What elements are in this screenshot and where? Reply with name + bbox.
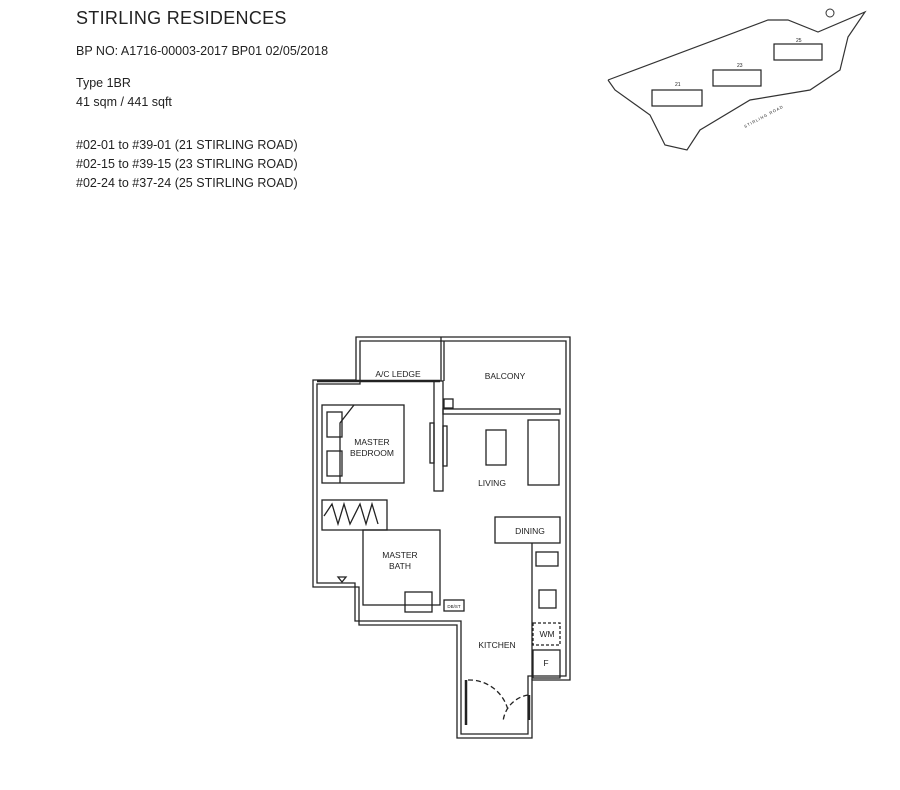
outer-wall: [312, 336, 571, 739]
unit-area: 41 sqm / 441 sqft: [76, 95, 172, 109]
block-label: 25: [796, 38, 802, 44]
room-label-ac-ledge: A/C LEDGE: [375, 369, 421, 379]
sink: [535, 551, 559, 567]
floor-trap-icon: [336, 576, 348, 584]
sliding-door[interactable]: [442, 425, 448, 467]
site-boundary: [607, 10, 867, 151]
block-23: [712, 69, 762, 87]
balcony-door[interactable]: [442, 408, 561, 415]
block-label: 21: [675, 82, 681, 88]
wardrobe-hangers: [323, 501, 379, 527]
inner-wall: [316, 340, 567, 735]
pillow: [326, 450, 343, 477]
vanity-sink: [404, 591, 433, 613]
block-21: [651, 89, 703, 107]
fridge: [532, 649, 561, 679]
project-title: STIRLING RESIDENCES: [76, 8, 287, 28]
wardrobe: [321, 499, 388, 531]
label-fridge: F: [543, 658, 548, 668]
unit-range: #02-01 to #39-01 (21 STIRLING ROAD): [76, 138, 298, 152]
bedroom-living-wall: [433, 380, 444, 492]
bed-sheet: [339, 404, 355, 483]
north-icon: [825, 8, 835, 18]
site-plan: 21 23 25 STIRLING ROAD: [607, 8, 867, 151]
room-label-balcony: BALCONY: [485, 371, 526, 381]
room-label-bedroom: BEDROOM: [350, 448, 394, 458]
label-dbst: DB/ST: [447, 604, 461, 609]
room-label-kitchen: KITCHEN: [478, 640, 515, 650]
washing-machine: [532, 622, 561, 646]
coffee-table: [485, 429, 507, 466]
unit-range: #02-24 to #37-24 (25 STIRLING ROAD): [76, 176, 298, 190]
unit-type: Type 1BR: [76, 76, 131, 90]
dining-counter: [494, 516, 561, 544]
cooktop: [538, 589, 557, 609]
room-label-bath: MASTER: [382, 550, 417, 560]
entrance-door[interactable]: [467, 679, 529, 723]
pillow: [326, 411, 343, 438]
room-label-dining: DINING: [515, 526, 545, 536]
room-label-bedroom: MASTER: [354, 437, 389, 447]
unit-range: #02-15 to #39-15 (23 STIRLING ROAD): [76, 157, 298, 171]
block-label: 23: [737, 63, 743, 69]
room-label-living: LIVING: [478, 478, 506, 488]
room-label-bath: BATH: [389, 561, 411, 571]
ac-unit: [443, 398, 454, 409]
bp-number: BP NO: A1716-00003-2017 BP01 02/05/2018: [76, 44, 329, 58]
label-wm: WM: [539, 629, 554, 639]
bed: [321, 404, 405, 484]
block-25: [773, 43, 823, 61]
bath-wall: [362, 529, 441, 606]
db-st-closet: [443, 599, 465, 612]
sliding-door[interactable]: [429, 422, 435, 464]
sofa: [527, 419, 560, 486]
